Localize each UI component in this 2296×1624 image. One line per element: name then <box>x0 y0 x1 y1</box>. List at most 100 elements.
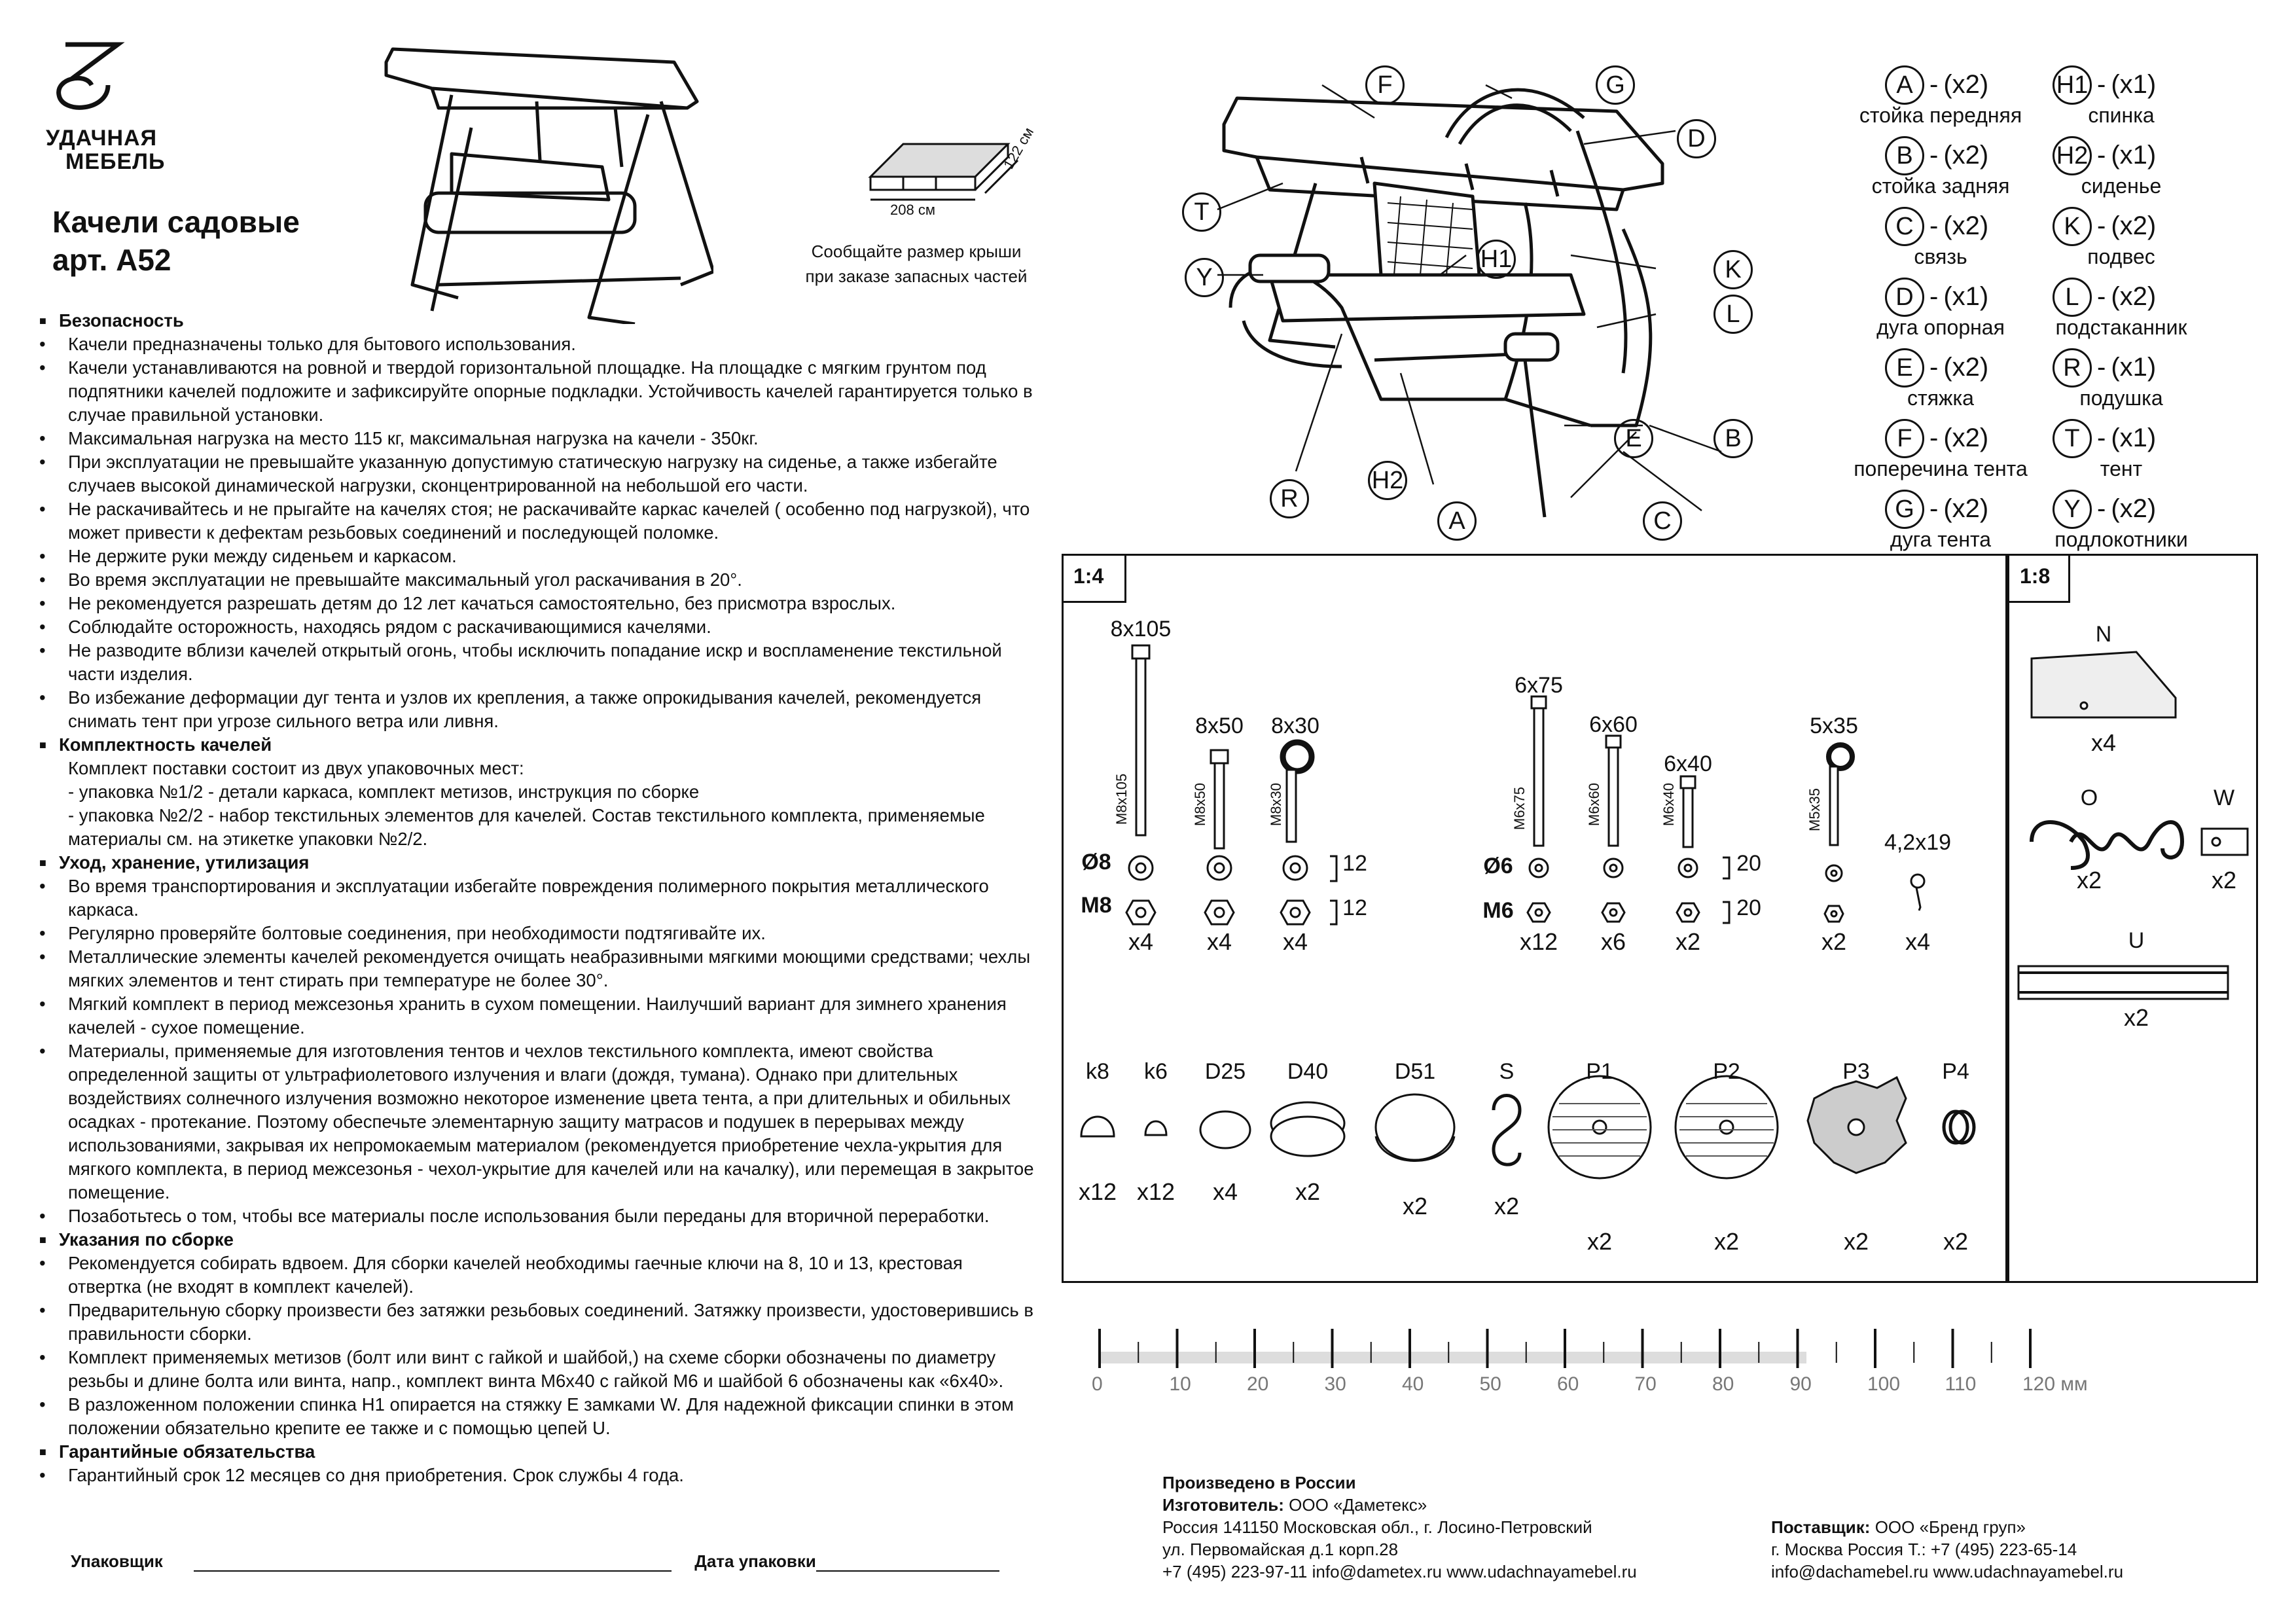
bolt-size: 6x40 <box>1664 751 1712 776</box>
cap-quantity: x2 <box>1943 1228 1969 1255</box>
brand-name-line1: УДАЧНАЯ <box>46 126 158 151</box>
bolt-quantity: x6 <box>1600 928 1626 955</box>
part-dash: - <box>1929 141 1939 170</box>
maker-address-1: Россия 141150 Московская обл., г. Лосино… <box>1162 1517 1592 1537</box>
part-dash: - <box>2097 353 2106 382</box>
bolt-quantity: x4 <box>1282 928 1308 955</box>
part-description: стойка передняя <box>1859 103 2022 127</box>
supplier-label: Поставщик: <box>1771 1517 1871 1537</box>
part-dash: - <box>1929 424 1939 452</box>
part-dash: - <box>1929 282 1939 311</box>
part-dash: - <box>2097 141 2106 170</box>
part-description: дуга опорная <box>1876 316 2005 339</box>
section-heading: Безопасность <box>39 309 1034 333</box>
cap-name: S <box>1499 1059 1515 1084</box>
product-title: Качели садовые арт. А52 <box>52 203 300 279</box>
part-code-circle: T <box>2053 419 2092 458</box>
washer6-label: Ø6 <box>1483 854 1513 878</box>
instruction-paragraph: Качели предназначены только для бытового… <box>39 333 1034 356</box>
diagram-label-c: C <box>1643 501 1682 541</box>
part-code-f: F-(x2) <box>1885 419 1988 458</box>
ruler-label: 0 <box>1092 1373 1103 1395</box>
bolt-thread-label: M5x35 <box>1806 787 1823 831</box>
bolt-thread-label: M8x30 <box>1268 782 1284 826</box>
part-dash: - <box>1929 211 1939 240</box>
part-code-g: G-(x2) <box>1885 490 1988 529</box>
bolt-size: 8x105 <box>1110 617 1172 641</box>
instruction-paragraph: Комплект применяемых метизов (болт или в… <box>39 1346 1034 1393</box>
part-dash: - <box>1929 494 1939 523</box>
part-quantity: (x2) <box>1943 70 1989 99</box>
part-description: сиденье <box>2081 174 2162 198</box>
part-code-circle: E <box>1885 348 1924 388</box>
part-code-c: C-(x2) <box>1885 207 1988 246</box>
bolt-size: 5x35 <box>1810 713 1858 738</box>
extra-part-name: U <box>2128 928 2145 953</box>
part-quantity: (x2) <box>2111 282 2157 311</box>
pack-date-label: Дата упаковки <box>694 1551 816 1571</box>
diagram-label-l: L <box>1713 295 1753 334</box>
part-code-circle: C <box>1885 207 1924 246</box>
part-description: подвес <box>2087 245 2155 268</box>
swing-assembly-diagram <box>1217 84 1722 518</box>
diagram-label-h1: H1 <box>1477 240 1516 279</box>
cap-quantity: x2 <box>1494 1193 1520 1219</box>
roof-note: Сообщайте размер крыши при заказе запасн… <box>779 239 1054 289</box>
count-12b: 12 <box>1342 895 1367 920</box>
measuring-ruler <box>1098 1329 2032 1368</box>
part-quantity: (x1) <box>2111 141 2157 170</box>
extra-part-quantity: x2 <box>2123 1004 2149 1031</box>
extra-part-quantity: x2 <box>2076 867 2102 893</box>
diagram-label-y: Y <box>1185 258 1224 297</box>
roof-size-sketch <box>868 143 1019 201</box>
bolt-size: 6x60 <box>1589 712 1638 737</box>
diagram-label-t: T <box>1182 192 1221 232</box>
swing-sketch-small <box>384 47 713 324</box>
hardware-drawings <box>1080 644 1976 1180</box>
cap-name: k6 <box>1144 1059 1168 1084</box>
instruction-paragraph: Рекомендуется собирать вдвоем. Для сборк… <box>39 1252 1034 1299</box>
part-quantity: (x2) <box>1943 211 1989 240</box>
part-quantity: (x1) <box>1943 282 1989 311</box>
part-dash: - <box>2097 424 2106 452</box>
bolt-quantity: x4 <box>1905 928 1931 955</box>
instruction-paragraph: Мягкий комплект в период межсезонья хран… <box>39 992 1034 1039</box>
part-description: тент <box>2100 457 2143 480</box>
extra-part-name: O <box>2080 785 2098 810</box>
cap-name: P4 <box>1942 1059 1969 1084</box>
part-description: стяжка <box>1907 386 1974 410</box>
bolt-thread-label: M6x60 <box>1586 782 1602 826</box>
cap-quantity: x4 <box>1212 1178 1238 1205</box>
part-description: спинка <box>2088 103 2155 127</box>
product-name: Качели садовые <box>52 205 300 239</box>
brand-mark-icon <box>56 42 125 110</box>
bolt-thread-label: M6x40 <box>1660 782 1677 826</box>
part-code-h2: H2-(x1) <box>2053 136 2156 175</box>
part-quantity: (x1) <box>2111 70 2157 99</box>
part-dash: - <box>1929 70 1939 99</box>
count-12a: 12 <box>1342 851 1367 876</box>
instruction-paragraph: Металлические элементы качелей рекоменду… <box>39 945 1034 992</box>
bolt-thread-label: M8x50 <box>1192 782 1208 826</box>
part-code-circle: B <box>1885 136 1924 175</box>
part-description: подушка <box>2079 386 2163 410</box>
ruler-label: 20 <box>1247 1373 1269 1395</box>
instructions-text: БезопасностьКачели предназначены только … <box>39 309 1034 1487</box>
supplier-name: ООО «Бренд груп» <box>1874 1517 2026 1537</box>
washer8-label: Ø8 <box>1081 850 1111 875</box>
part-quantity: (x2) <box>1943 141 1989 170</box>
extra-part-quantity: x2 <box>2211 867 2237 893</box>
instruction-paragraph: - упаковка №1/2 - детали каркаса, компле… <box>68 782 700 802</box>
scale-tab-1-8 <box>2005 554 2070 603</box>
part-code-e: E-(x2) <box>1885 348 1988 388</box>
cap-quantity: x2 <box>1713 1228 1740 1255</box>
bolt-quantity: x12 <box>1519 928 1558 955</box>
supplier-address: г. Москва Россия Т.: +7 (495) 223-65-14 <box>1771 1540 2077 1559</box>
product-article: арт. А52 <box>52 243 171 277</box>
roof-note-line1: Сообщайте размер крыши <box>811 242 1022 261</box>
maker-name: ООО «Даметекс» <box>1289 1495 1427 1515</box>
part-code-circle: D <box>1885 278 1924 317</box>
part-code-h1: H1-(x1) <box>2053 65 2156 105</box>
ruler-label: 110 <box>1945 1373 1977 1395</box>
instruction-paragraph: Максимальная нагрузка на место 115 кг, м… <box>39 427 1034 450</box>
